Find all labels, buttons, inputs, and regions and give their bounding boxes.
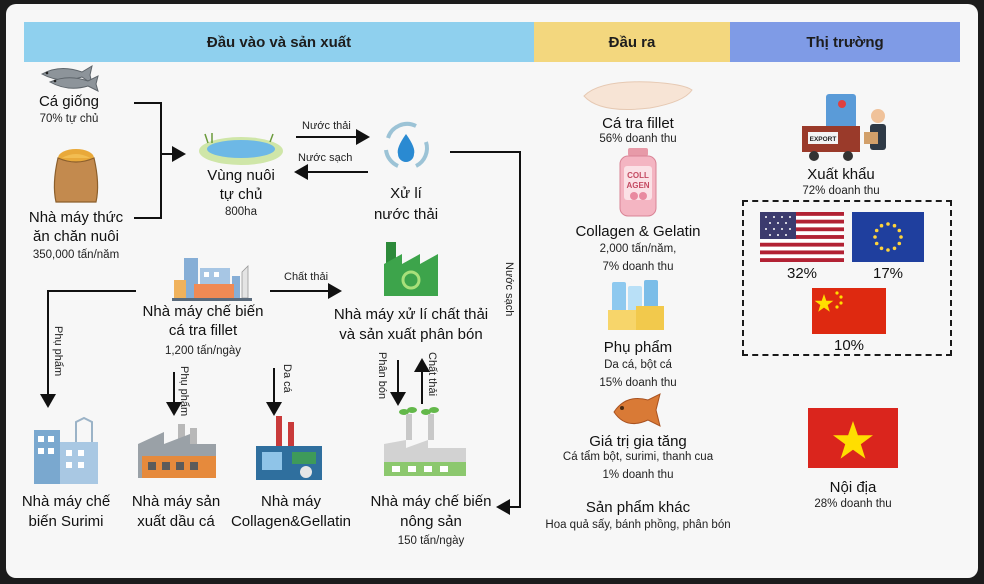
label-phan-bon: Phân bón	[376, 352, 388, 400]
china-pct: 10%	[833, 337, 865, 354]
phu-pham-sub-2: 15% doanh thu	[599, 377, 677, 389]
che-bien-sub: 1,200 tấn/ngày	[164, 345, 242, 357]
vietnam-flag-icon	[808, 408, 898, 468]
fillet-icon	[583, 81, 693, 110]
header-input: Đầu vào và sản xuất	[24, 22, 534, 62]
label-chat-thai: Chất thải	[284, 271, 329, 283]
feed-sack-icon	[53, 149, 99, 203]
usa-pct: 32%	[786, 265, 818, 282]
xu-li-name-2: nước thải	[373, 206, 439, 223]
fillet-name: Cá tra fillet	[602, 115, 674, 132]
collagen-plant-name-1: Nhà máy	[260, 493, 322, 510]
diagram-canvas: Đầu vào và sản xuất Đầu ra Thị trường	[6, 4, 978, 578]
label-nuoc-sach-vertical: Nước sạch	[503, 262, 515, 317]
fried-fish-icon	[613, 393, 661, 427]
xu-li-chat-thai-name-2: và sản xuất phân bón	[339, 326, 483, 343]
arrow-inputs-to-pond	[134, 102, 184, 219]
che-bien-name-2: cá tra fillet	[168, 322, 238, 339]
header-market: Thị trường	[730, 22, 960, 62]
label-phu-pham-oil: Phụ phẩm	[178, 366, 190, 417]
china-flag-icon	[812, 288, 886, 334]
pond-icon	[199, 133, 283, 165]
vung-nuoi-sub: 800ha	[225, 206, 257, 218]
building-icon	[34, 416, 98, 484]
flow-arrows	[40, 102, 521, 515]
fish-icon	[40, 64, 99, 92]
nong-san-name-1: Nhà máy chế biến	[370, 493, 492, 510]
noi-dia-sub: 28% doanh thu	[814, 498, 892, 510]
xuat-khau-name: Xuất khẩu	[807, 166, 875, 183]
thuc-an-sub: 350,000 tấn/năm	[32, 249, 120, 261]
products-icon	[608, 280, 664, 330]
nong-san-sub: 150 tấn/ngày	[397, 535, 465, 547]
collagen-jar-text-1: COLL	[627, 171, 649, 180]
export-box-text: EXPORT	[810, 136, 837, 143]
oil-factory-icon	[138, 424, 216, 478]
thuc-an-name-2: ăn chăn nuôi	[33, 228, 119, 245]
recycle-factory-icon	[384, 242, 438, 296]
label-nuoc-sach: Nước sạch	[298, 152, 353, 164]
collagen-name: Collagen & Gelatin	[575, 223, 701, 240]
collagen-sub-1: 2,000 tấn/năm,	[599, 243, 677, 255]
label-nuoc-thai: Nước thải	[302, 120, 351, 132]
arrow-nuoc-sach-loop	[450, 151, 521, 515]
thuc-an-name-1: Nhà máy thức	[28, 209, 124, 226]
collagen-jar-text-2: AGEN	[626, 181, 649, 190]
surimi-name-2: biến Surimi	[28, 513, 104, 530]
usa-flag-icon	[760, 212, 844, 262]
xu-li-name-1: Xử lí	[390, 185, 422, 202]
fillet-sub: 56% doanh thu	[599, 133, 677, 145]
dau-ca-name-2: xuất dầu cá	[137, 513, 215, 530]
agri-factory-icon	[384, 407, 466, 476]
khac-sub: Hoa quả sấy, bánh phồng, phân bón	[545, 519, 731, 531]
nong-san-name-2: nông sản	[400, 513, 462, 530]
gia-tri-sub-2: 1% doanh thu	[602, 469, 674, 481]
gia-tri-sub-1: Cá tẩm bột, surimi, thanh cua	[562, 451, 714, 463]
vung-nuoi-name-1: Vùng nuôi	[207, 167, 275, 184]
eu-flag-icon	[852, 212, 924, 262]
surimi-name-1: Nhà máy chế	[21, 493, 111, 510]
eu-pct: 17%	[872, 265, 904, 282]
arrow-phu-pham-surimi	[40, 290, 136, 408]
ca-giong-sub: 70% tự chủ	[39, 113, 99, 125]
water-recycle-icon	[384, 121, 429, 168]
header-output: Đầu ra	[534, 22, 730, 62]
khac-name: Sản phẩm khác	[585, 499, 691, 516]
xu-li-chat-thai-name-1: Nhà máy xử lí chất thải	[333, 306, 489, 323]
vung-nuoi-name-2: tự chủ	[219, 186, 263, 203]
header-input-label: Đầu vào và sản xuất	[206, 33, 352, 51]
industrial-plant-icon	[256, 416, 322, 480]
header-market-label: Thị trường	[806, 33, 884, 51]
label-chat-thai-vertical: Chất thải	[426, 352, 438, 397]
che-bien-name-1: Nhà máy chế biến	[142, 303, 264, 320]
xuat-khau-sub: 72% doanh thu	[802, 185, 880, 197]
collagen-sub-2: 7% doanh thu	[602, 261, 674, 273]
collagen-plant-name-2: Collagen&Gellatin	[230, 513, 352, 530]
phu-pham-sub-1: Da cá, bột cá	[604, 359, 672, 371]
phu-pham-name: Phụ phẩm	[603, 339, 673, 356]
collagen-jar-icon: COLL AGEN	[619, 148, 657, 217]
gia-tri-name: Giá trị gia tăng	[589, 433, 687, 450]
export-truck-icon: EXPORT	[802, 94, 886, 161]
factory-icon	[172, 258, 252, 301]
export-markets-box	[742, 200, 952, 356]
dau-ca-name-1: Nhà máy sản	[131, 493, 221, 510]
header-output-label: Đầu ra	[608, 33, 656, 51]
ca-giong-name: Cá giống	[38, 93, 100, 110]
label-da-ca: Da cá	[281, 364, 293, 393]
noi-dia-name: Nội địa	[829, 479, 877, 496]
label-phu-pham-left: Phụ phẩm	[52, 326, 64, 377]
